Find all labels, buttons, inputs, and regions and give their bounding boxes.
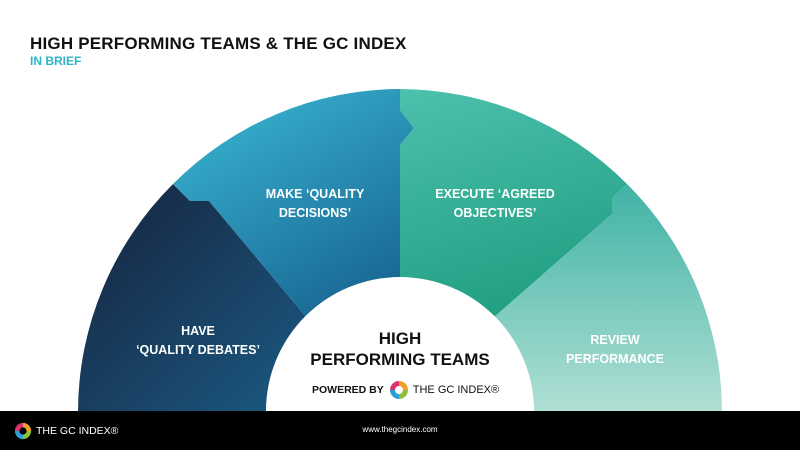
powered-by-brand: THE GC INDEX® [412,384,500,396]
footer-logo[interactable]: THE GC INDEX® [14,411,118,450]
page-subtitle: IN BRIEF [30,54,82,68]
footer-url-link[interactable]: www.thegcindex.com [362,425,438,434]
gc-index-logo-icon [14,422,32,439]
high-performing-teams-diagram [78,89,722,411]
segment-label-agreed-objectives: EXECUTE ‘AGREED OBJECTIVES’ [435,187,555,220]
powered-by-line: POWERED BY THE GC INDEX® [312,379,512,401]
gc-index-logo-icon [389,381,408,399]
segment-agreed-objectives [400,89,627,318]
page-title: HIGH PERFORMING TEAMS & THE GC INDEX [30,34,407,53]
center-disc [266,277,534,411]
footer-bar: THE GC INDEX® www.thegcindex.com [0,411,800,450]
center-title: HIGH PERFORMING TEAMS [310,329,490,369]
segment-quality-decisions [173,89,414,318]
segment-label-review-performance: REVIEW PERFORMANCE [566,333,664,366]
powered-by-label: POWERED BY [312,384,384,396]
footer-brand: THE GC INDEX® [36,424,119,437]
segment-label-quality-decisions: MAKE ‘QUALITY DECISIONS’ [265,187,365,220]
segment-label-quality-debates: HAVE ‘QUALITY DEBATES’ [136,324,260,357]
segment-quality-debates [78,184,307,411]
segment-review-performance [493,184,722,411]
